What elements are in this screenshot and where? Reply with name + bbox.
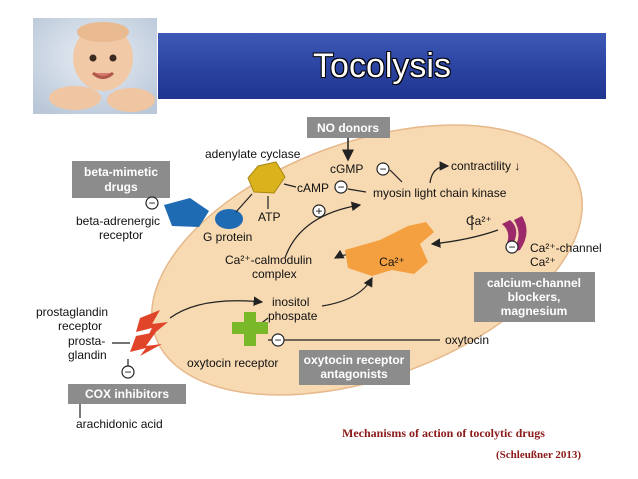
g-protein-label: G protein [203, 230, 252, 244]
oxytocin-label: oxytocin [445, 333, 489, 347]
inositol-label-1: inositol [272, 295, 309, 309]
beta-mimetic-label-2: drugs [104, 180, 138, 194]
ca-center-label: Ca²⁺ [379, 255, 405, 269]
figure-citation: (Schleußner 2013) [496, 449, 581, 461]
contractility-label: contractility ↓ [451, 159, 520, 173]
adenylate-cyclase-label: adenylate cyclase [205, 147, 301, 161]
pg-receptor-label-1: prostaglandin [36, 305, 108, 319]
camp-minus-sign: − [337, 180, 344, 194]
inositol-label-2: phospate [268, 309, 318, 323]
camp-label: cAMP [297, 181, 329, 195]
ccb-label-2: blockers, [508, 290, 561, 304]
beta-receptor-label-2: receptor [99, 228, 143, 242]
prosta-label-1: prosta- [68, 334, 105, 348]
ccb-label-1: calcium-channel [487, 276, 581, 290]
channel-minus-sign: − [508, 240, 515, 254]
ora-label-1: oxytocin receptor [304, 353, 405, 367]
plus-sign: + [315, 204, 322, 218]
cgmp-minus-sign: − [379, 162, 386, 176]
arachidonic-label: arachidonic acid [76, 417, 163, 431]
cox-label: COX inhibitors [85, 387, 169, 401]
cox-minus-sign: − [124, 365, 131, 379]
pg-receptor-label-2: receptor [58, 319, 102, 333]
beta-receptor-label-1: beta-adrenergic [76, 214, 160, 228]
oxytocin-receptor-label: oxytocin receptor [187, 356, 278, 370]
mlck-label: myosin light chain kinase [373, 186, 507, 200]
beta-minus-sign: − [148, 196, 155, 210]
ca-calmodulin-label-1: Ca²⁺-calmodulin [225, 253, 312, 267]
ca-channel-label-1: Ca²⁺-channel [530, 241, 602, 255]
no-donors-label: NO donors [317, 121, 379, 135]
beta-mimetic-label-1: beta-mimetic [84, 165, 158, 179]
g-protein-icon [215, 209, 243, 229]
prosta-label-2: glandin [68, 348, 107, 362]
ora-label-2: antagonists [320, 367, 388, 381]
figure-caption: Mechanisms of action of tocolytic drugs [342, 426, 545, 441]
ca-calmodulin-label-2: complex [252, 267, 297, 281]
ccb-label-3: magnesium [501, 304, 568, 318]
oxytocin-minus-sign: − [274, 333, 281, 347]
cgmp-label: cGMP [330, 162, 363, 176]
ca-upper-label: Ca²⁺ [466, 214, 492, 228]
atp-label: ATP [258, 210, 280, 224]
ca-channel-label-2: Ca²⁺ [530, 255, 556, 269]
